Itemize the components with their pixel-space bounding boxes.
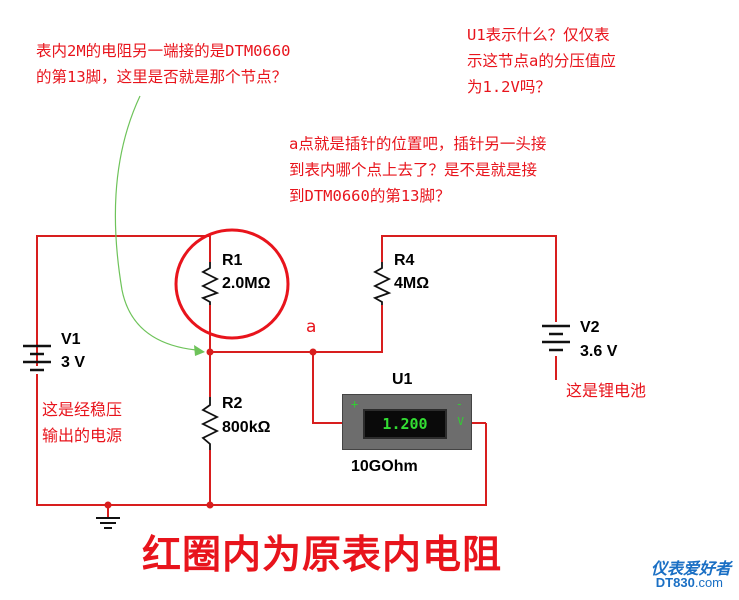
- v2-value: 3.6 V: [580, 343, 618, 360]
- junction-node-left: [206, 348, 214, 356]
- watermark-site: DT830.com: [656, 575, 723, 590]
- r2-zigzag: [200, 397, 220, 450]
- r4-value: 4MΩ: [394, 275, 430, 292]
- watermark-site-main: DT830: [655, 575, 695, 590]
- note-middle-right: a点就是插针的位置吧，插针另一头接 到表内哪个点上去了？是不是就是接 到DTM0…: [289, 135, 547, 205]
- battery-v1: [23, 344, 51, 372]
- node-a-label: a: [306, 317, 317, 337]
- highlight-circle-r1: [174, 228, 290, 340]
- r4-name: R4: [394, 252, 415, 269]
- note-top-right: U1表示什么？仅仅表 示这节点a的分压值应 为1.2V吗？: [467, 26, 616, 96]
- junction-ground: [104, 501, 112, 509]
- pointer-curve: [114, 95, 197, 351]
- junction-node-a: [309, 348, 317, 356]
- meter-plus-terminal: +: [351, 397, 359, 411]
- v1-value: 3 V: [61, 354, 86, 371]
- note-top-left: 表内2M的电阻另一端接的是DTM0660 的第13脚，这里是否就是那个节点？: [36, 42, 291, 86]
- meter-display: 1.200: [363, 409, 447, 439]
- u1-name: U1: [392, 371, 413, 388]
- r2-value: 800kΩ: [222, 419, 271, 436]
- v1-annotation: 这是经稳压 输出的电源: [42, 400, 123, 445]
- r1-name: R1: [222, 252, 243, 269]
- u1-resistance: 10GOhm: [351, 458, 418, 475]
- r1-zigzag: [200, 262, 220, 305]
- v2-name: V2: [580, 319, 600, 336]
- wire-top-left: [36, 235, 211, 366]
- ground-symbol: [96, 517, 120, 529]
- wire-probe-a: [312, 352, 342, 424]
- pointer-arrowhead: [194, 345, 205, 356]
- caption: 红圈内为原表内电阻: [142, 533, 503, 578]
- wire-node-h: [210, 305, 383, 353]
- wire-bottom: [36, 374, 487, 506]
- meter-unit: V: [457, 415, 464, 428]
- watermark-cn: 仪表爱好者: [650, 559, 731, 578]
- meter-minus-terminal: -: [455, 397, 463, 411]
- voltmeter-u1: + - 1.200 V: [342, 394, 472, 450]
- v1-name: V1: [61, 331, 81, 348]
- r2-name: R2: [222, 395, 243, 412]
- junction-bottom: [206, 501, 214, 509]
- battery-v2: [542, 324, 570, 352]
- watermark-site-tld: .com: [694, 575, 723, 590]
- r4-zigzag: [372, 262, 392, 305]
- wire-r4-top: [381, 235, 557, 322]
- r1-value: 2.0MΩ: [222, 275, 271, 292]
- v2-annotation: 这是锂电池: [566, 381, 647, 400]
